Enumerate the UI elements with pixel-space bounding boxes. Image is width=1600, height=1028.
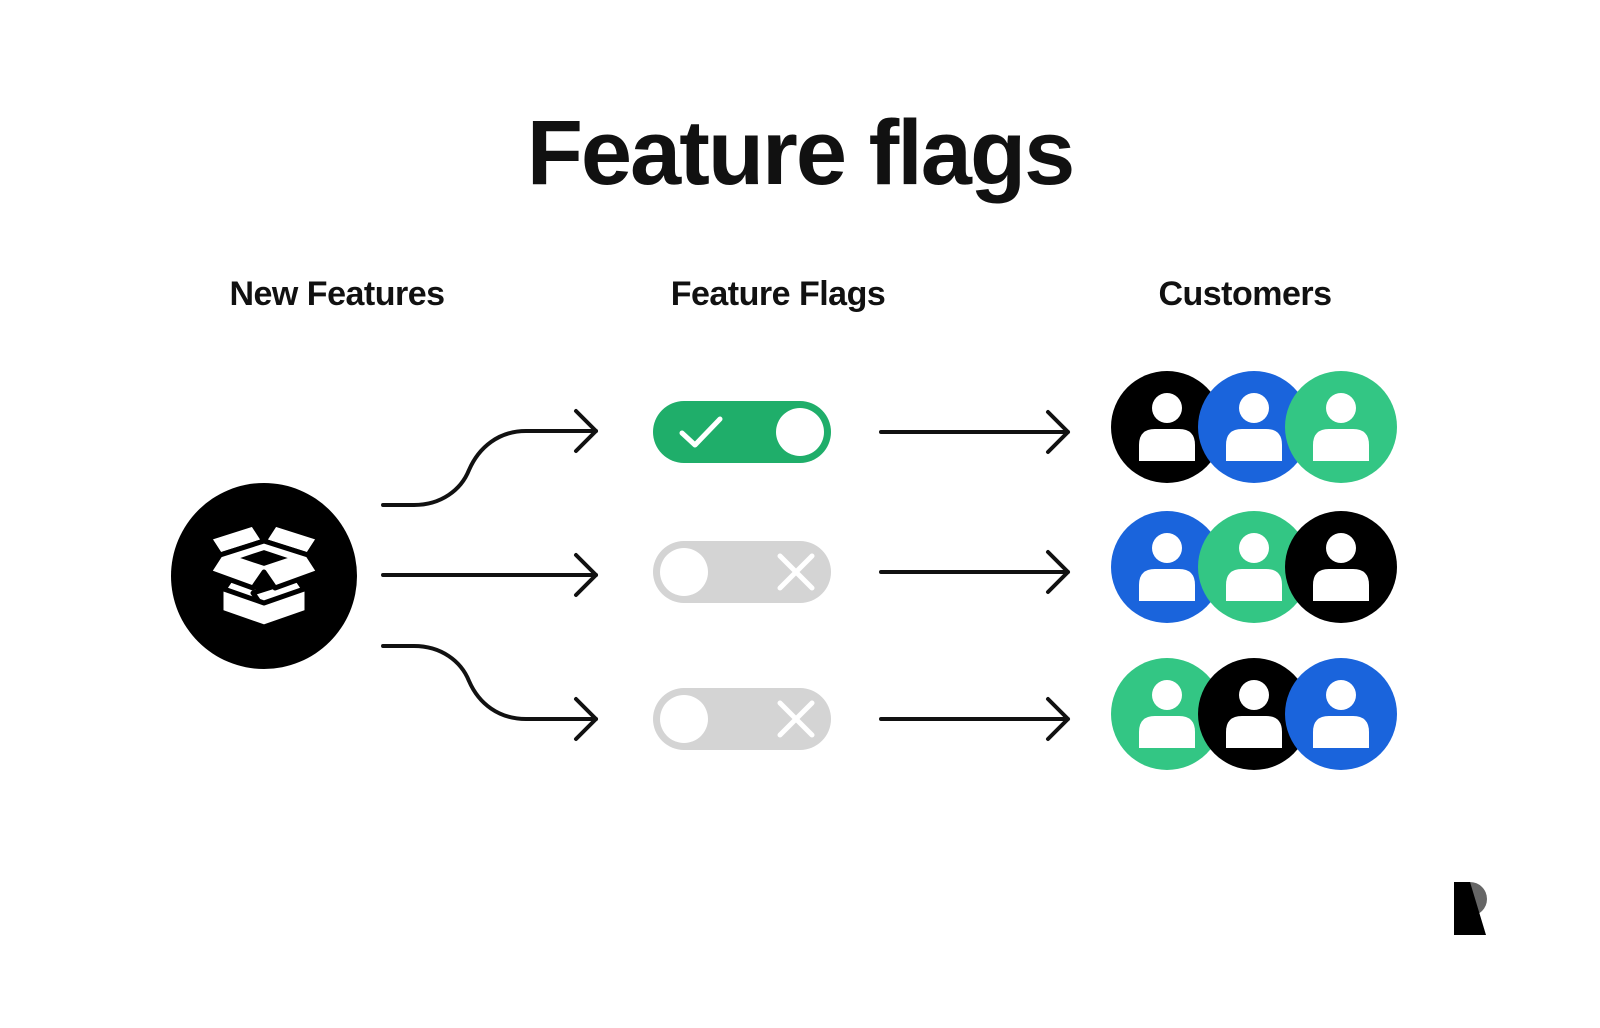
connector-top bbox=[381, 429, 598, 507]
check-icon bbox=[679, 416, 723, 448]
column-label-customers: Customers bbox=[1158, 275, 1332, 313]
arrow-to-customers-1 bbox=[879, 410, 1070, 454]
open-box-icon bbox=[171, 483, 357, 669]
customer-group-3 bbox=[1111, 658, 1397, 770]
person-icon bbox=[1285, 511, 1397, 623]
customer-group-2 bbox=[1111, 511, 1397, 623]
connector-middle-arrowhead bbox=[574, 553, 598, 597]
feature-flag-toggles bbox=[653, 401, 831, 750]
arrow-to-customers-3 bbox=[879, 697, 1070, 741]
connector-bottom-arrowhead bbox=[574, 697, 598, 741]
x-icon bbox=[777, 700, 815, 738]
column-label-new-features: New Features bbox=[229, 275, 445, 313]
person-icon bbox=[1111, 511, 1223, 623]
x-icon bbox=[777, 553, 815, 591]
person-icon bbox=[1198, 658, 1310, 770]
page-title: Feature flags bbox=[526, 102, 1076, 204]
customer-group-1 bbox=[1111, 371, 1397, 483]
person-icon bbox=[1285, 658, 1397, 770]
customer-arrows bbox=[879, 410, 1070, 741]
feature-connectors bbox=[381, 409, 598, 741]
person-icon bbox=[1198, 511, 1310, 623]
feature-flag-toggle-2-off[interactable] bbox=[653, 541, 831, 603]
person-icon bbox=[1111, 658, 1223, 770]
feature-flag-toggle-3-off[interactable] bbox=[653, 688, 831, 750]
person-icon bbox=[1198, 371, 1310, 483]
customer-groups bbox=[1111, 371, 1397, 770]
arrow-to-customers-2 bbox=[879, 550, 1070, 594]
connector-top-arrowhead bbox=[574, 409, 598, 453]
person-icon bbox=[1285, 371, 1397, 483]
person-icon bbox=[1111, 371, 1223, 483]
feature-flag-toggle-1-on[interactable] bbox=[653, 401, 831, 463]
column-label-feature-flags: Feature Flags bbox=[670, 275, 886, 313]
brand-logo-icon bbox=[1454, 882, 1487, 935]
connector-bottom bbox=[381, 644, 598, 721]
